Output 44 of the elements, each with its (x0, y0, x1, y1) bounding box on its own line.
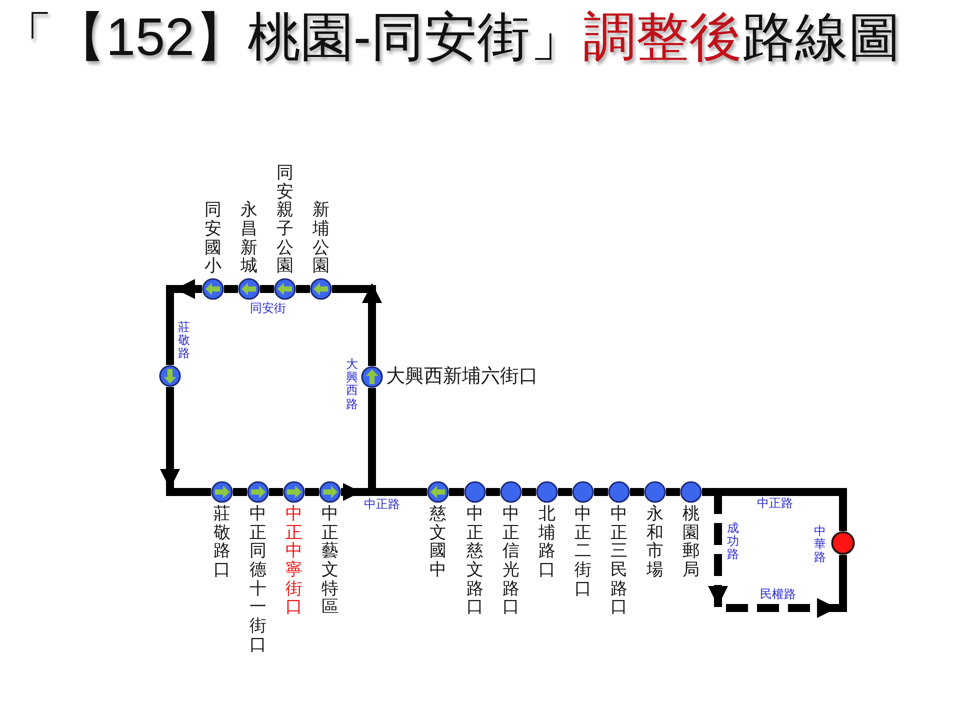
route-line (666, 488, 680, 496)
stop-name: 中正二街口 (574, 505, 592, 598)
road-name: 成功路 (727, 522, 739, 562)
road-name: 莊敬路 (178, 321, 190, 361)
route-line (630, 488, 644, 496)
stop-name: 同安親子公園 (276, 164, 294, 276)
stop-name: 慈文國中 (430, 505, 446, 580)
road-name: 中正路 (757, 497, 793, 510)
stop-name: 永和市場 (646, 505, 664, 580)
stop-name: 北埔路口 (538, 505, 556, 580)
route-line (449, 488, 464, 496)
road-name: 中華路 (814, 525, 826, 565)
stop-name: 中正中寧街口 (286, 505, 302, 618)
title: 「【152】桃園-同安街」調整後路線圖 (0, 7, 902, 69)
stop-name: 中正慈文路口 (466, 505, 484, 618)
stop-name: 莊敬路口 (214, 505, 230, 580)
route-arrow (160, 387, 211, 496)
road-name: 中正路 (364, 498, 400, 512)
road-name: 民權路 (760, 588, 796, 602)
route-line (372, 488, 427, 496)
road-name: 同安街 (250, 302, 286, 316)
route-line (522, 488, 536, 496)
route-line (594, 488, 608, 496)
route-line (558, 488, 572, 496)
route-line (296, 285, 310, 293)
route-line (305, 488, 319, 496)
route-line (233, 488, 247, 496)
route-arrow (332, 283, 382, 366)
stop-name: 永昌新城 (240, 201, 258, 276)
route-arrow (166, 279, 202, 365)
stop-name: 桃園郵局 (682, 505, 700, 580)
stop-name: 大興西新埔六街口 (386, 367, 538, 387)
stop-name: 中正同德十一街口 (250, 505, 266, 654)
stop-name: 同安國小 (204, 201, 222, 276)
stop-name: 中正信光路口 (502, 505, 520, 618)
stop-name: 新埔公園 (312, 201, 330, 276)
stop-name: 中正藝文特區 (322, 505, 338, 618)
route-line (269, 488, 283, 496)
route-line (486, 488, 500, 496)
route-line (224, 285, 238, 293)
stop-name: 中正三民路口 (610, 505, 628, 618)
route-line (260, 285, 274, 293)
road-name: 大興西路 (346, 358, 358, 411)
route-arrow (341, 483, 372, 501)
